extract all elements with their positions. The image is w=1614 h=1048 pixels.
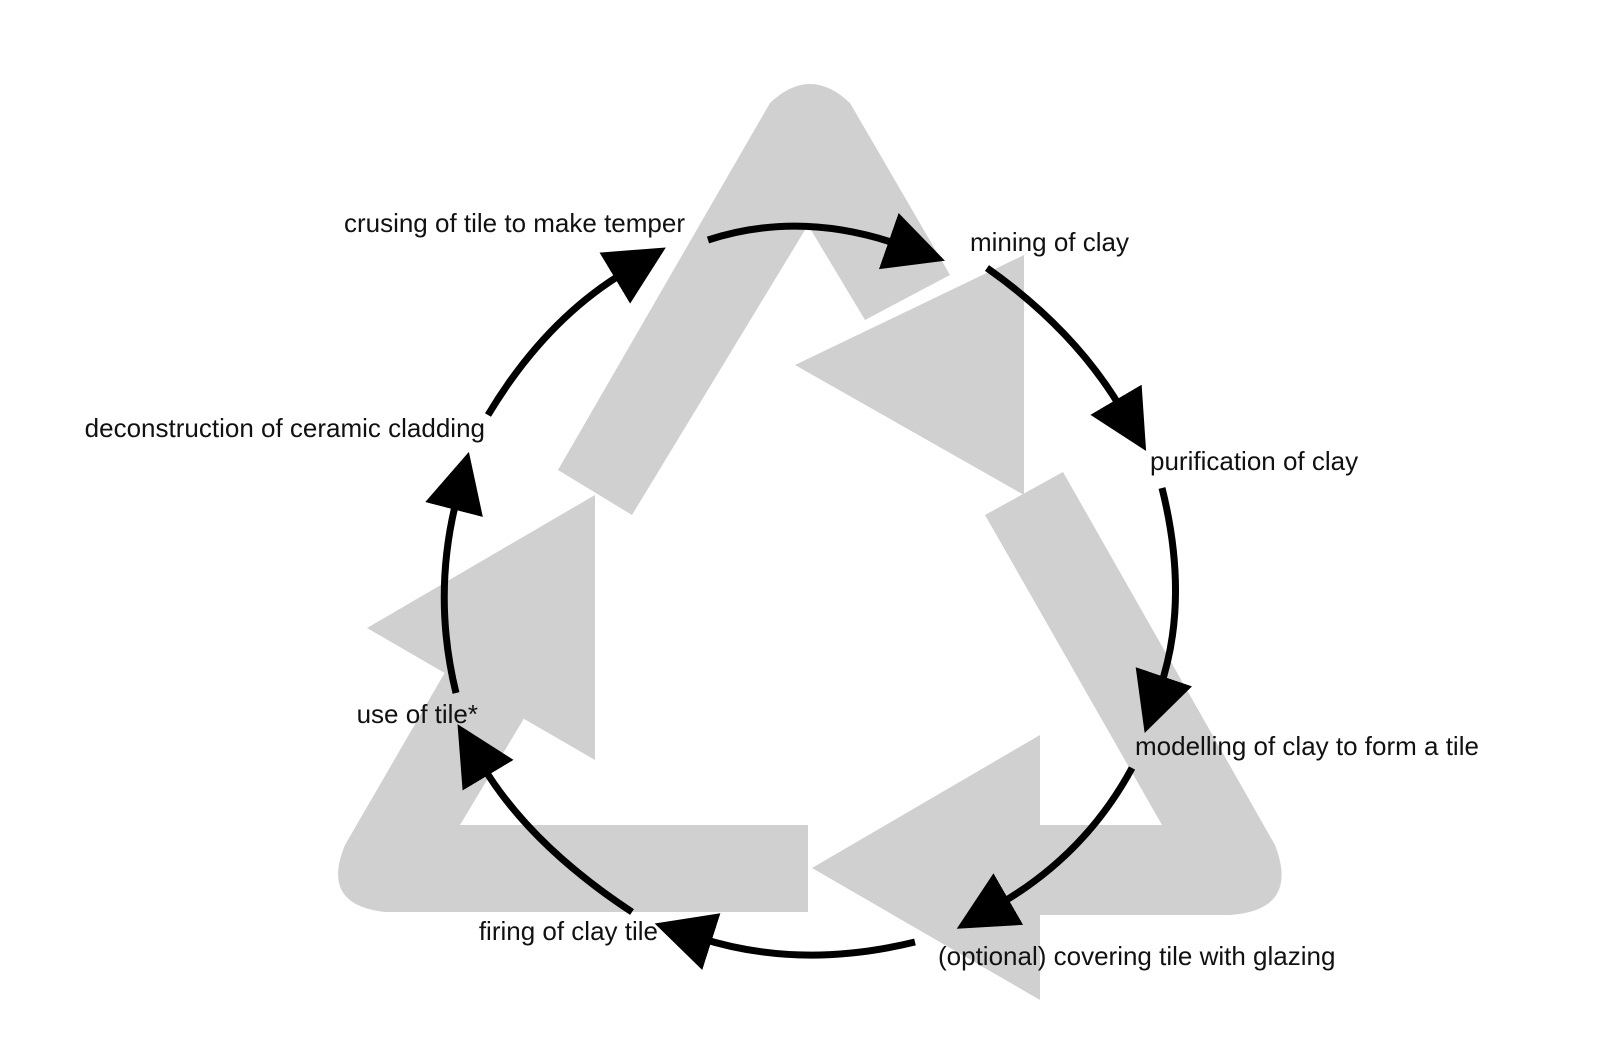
arrow-deconstruction-to-crushing <box>484 247 666 417</box>
step-label-use: use of tile* <box>357 699 478 729</box>
step-label-mining: mining of clay <box>970 227 1129 257</box>
recycle-bar-bottom <box>338 655 808 912</box>
recycle-bar-top <box>558 84 950 515</box>
arrow-crushing-to-mining <box>706 212 945 270</box>
step-label-firing: firing of clay tile <box>479 916 658 946</box>
arrow-glazing-to-firing <box>654 913 916 970</box>
arrow-mining-to-purification <box>984 265 1147 452</box>
step-label-crushing: crusing of tile to make temper <box>344 208 685 238</box>
step-label-glazing: (optional) covering tile with glazing <box>938 941 1335 971</box>
recycle-bar-right <box>985 472 1282 915</box>
step-label-purification: purification of clay <box>1150 446 1358 476</box>
recycle-arrowhead-bottom <box>812 735 1040 1000</box>
arrow-purification-to-modelling <box>1135 487 1192 734</box>
arrow-modelling-to-glazing <box>956 766 1136 929</box>
recycle-symbol-icon <box>338 84 1282 1000</box>
arrow-firing-to-use <box>457 724 634 915</box>
step-label-modelling: modelling of clay to form a tile <box>1135 731 1479 761</box>
recycle-arrowhead-top <box>795 255 1024 495</box>
recycle-arrowhead-left <box>367 495 595 760</box>
step-label-deconstruction: deconstruction of ceramic cladding <box>85 413 485 443</box>
arrow-use-to-deconstruction <box>425 451 483 694</box>
